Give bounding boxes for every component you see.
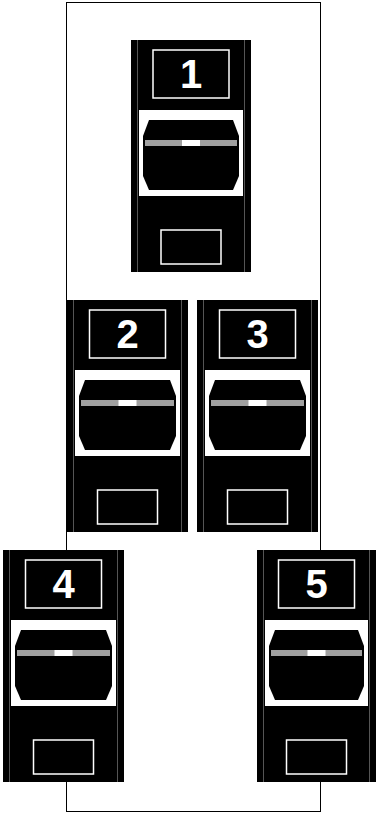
screen-frame <box>205 370 310 456</box>
body-edge <box>263 550 264 782</box>
machine-number: 1 <box>153 50 229 98</box>
reel-stripe <box>211 400 304 406</box>
machine-body <box>257 550 376 782</box>
number-box <box>220 310 296 358</box>
machine-body <box>3 550 124 782</box>
reel-window <box>249 400 267 406</box>
reel-stripe <box>145 140 237 146</box>
slot-machine: 3 <box>197 300 318 532</box>
number-box <box>90 310 166 358</box>
slot-machine: 5 <box>257 550 376 782</box>
reel-window <box>55 650 73 656</box>
number-box <box>279 560 355 608</box>
coin-tray <box>98 490 158 524</box>
coin-tray <box>161 230 221 264</box>
coin-tray <box>287 740 347 774</box>
body-edge <box>244 40 245 272</box>
machine-body <box>197 300 318 532</box>
screen-frame <box>11 620 116 706</box>
body-edge <box>9 550 10 782</box>
screen <box>143 120 239 190</box>
reel-window <box>119 400 137 406</box>
slot-machine: 2 <box>67 300 188 532</box>
number-box <box>153 50 229 98</box>
screen-frame <box>139 110 243 196</box>
body-edge <box>203 300 204 532</box>
reel-stripe <box>81 400 174 406</box>
number-box <box>26 560 102 608</box>
machine-number: 5 <box>279 560 355 608</box>
reel-stripe <box>271 650 362 656</box>
body-edge <box>311 300 312 532</box>
machine-number: 2 <box>90 310 166 358</box>
screen <box>79 380 176 450</box>
screen <box>209 380 306 450</box>
body-edge <box>369 550 370 782</box>
machine-body <box>67 300 188 532</box>
screen-frame <box>265 620 368 706</box>
coin-tray <box>34 740 94 774</box>
slot-machine: 4 <box>3 550 124 782</box>
screen <box>269 630 364 700</box>
machine-body <box>131 40 251 272</box>
machine-number: 3 <box>220 310 296 358</box>
reel-stripe <box>17 650 110 656</box>
body-edge <box>137 40 138 272</box>
reel-window <box>182 140 200 146</box>
reel-window <box>308 650 326 656</box>
body-edge <box>117 550 118 782</box>
body-edge <box>181 300 182 532</box>
machine-number: 4 <box>26 560 102 608</box>
screen <box>15 630 112 700</box>
body-edge <box>73 300 74 532</box>
coin-tray <box>228 490 288 524</box>
screen-frame <box>75 370 180 456</box>
slot-machine: 1 <box>131 40 251 272</box>
